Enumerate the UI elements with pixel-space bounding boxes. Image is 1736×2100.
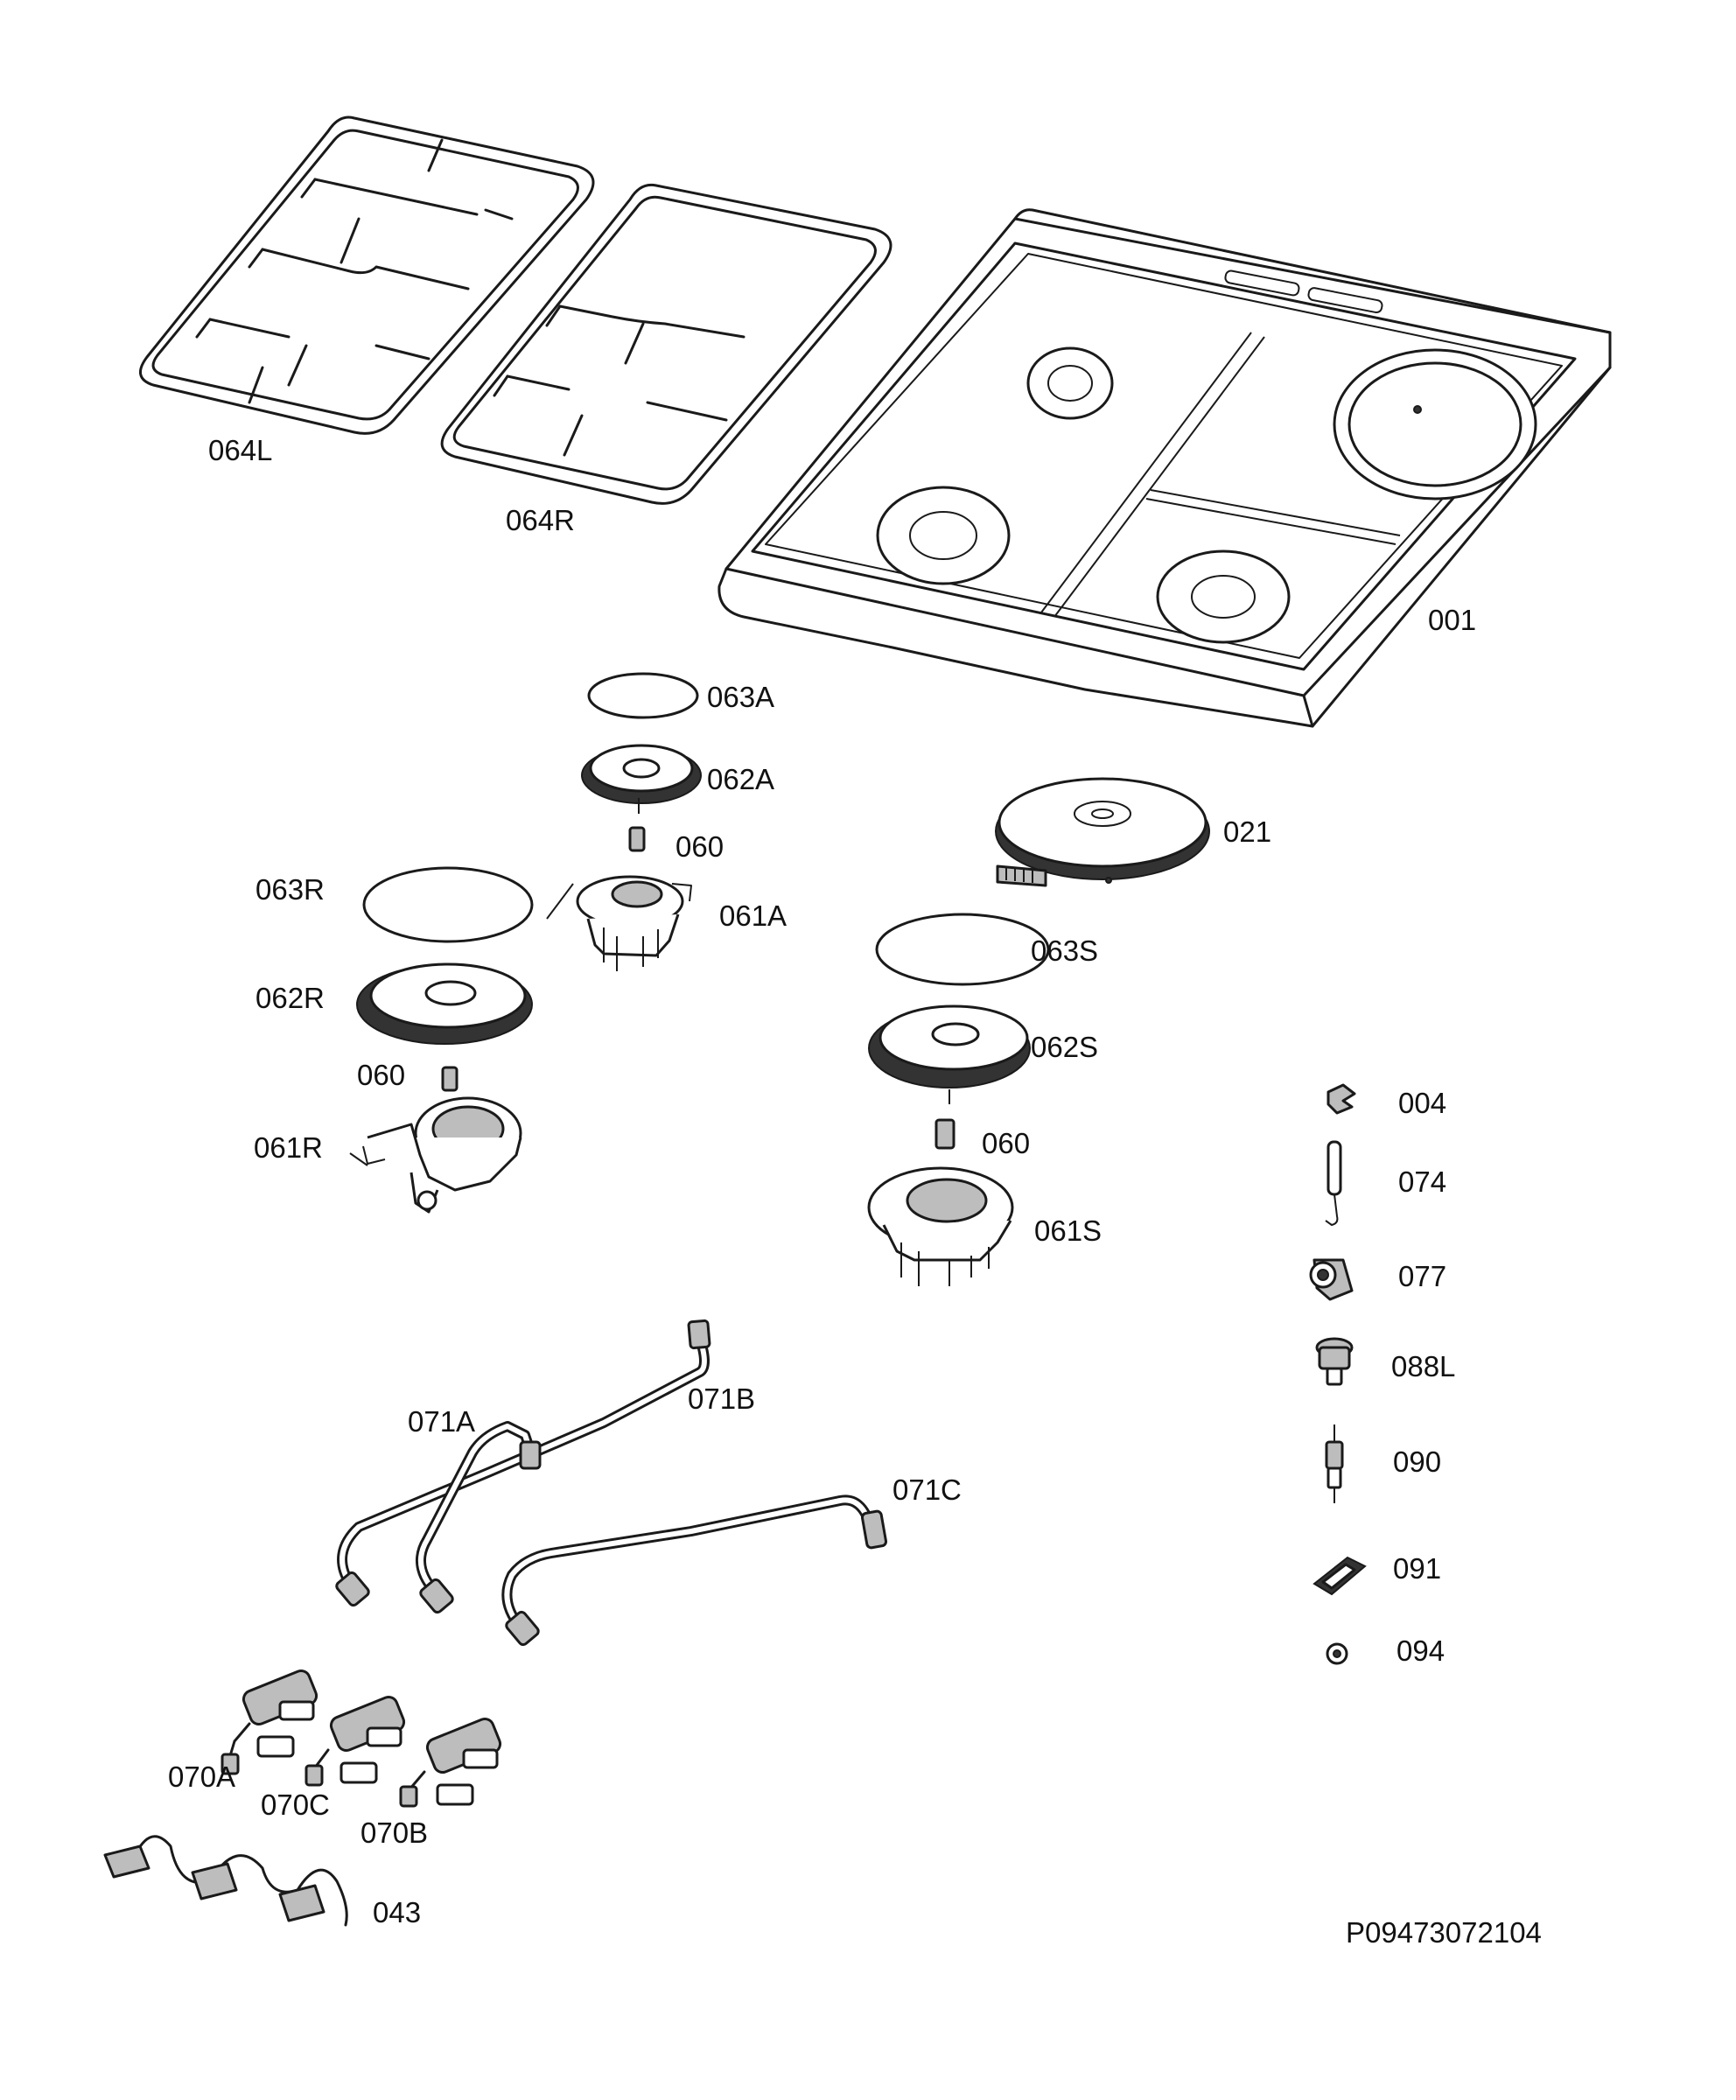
label-060-s: 060 [982, 1127, 1030, 1159]
label-061a: 061A [719, 900, 787, 932]
burner-cap-063a [587, 672, 699, 719]
drawing-id: P09473072104 [1346, 1916, 1542, 1949]
injector-060-r [441, 1066, 458, 1092]
label-060-a: 060 [676, 830, 724, 863]
label-070a: 070A [168, 1760, 235, 1793]
switch-harness-043 [103, 1835, 348, 1927]
leader-061r [349, 1152, 368, 1166]
label-001: 001 [1428, 604, 1476, 636]
label-074: 074 [1398, 1166, 1446, 1198]
label-091: 091 [1393, 1552, 1441, 1585]
burner-crown-062r [356, 962, 533, 1045]
label-070b: 070B [360, 1816, 428, 1849]
hob-top-plate-001 [718, 208, 1612, 728]
label-094: 094 [1396, 1634, 1445, 1667]
gas-tap-070c [304, 1695, 406, 1787]
pan-support-064l [139, 116, 595, 435]
switch-091 [1312, 1556, 1367, 1596]
clip-004 [1326, 1083, 1356, 1115]
label-063r: 063R [256, 873, 325, 906]
label-060-r: 060 [357, 1059, 405, 1091]
leader-071b [546, 883, 574, 920]
washer-094 [1326, 1642, 1348, 1665]
hotplate-021 [995, 777, 1210, 887]
label-043: 043 [373, 1896, 421, 1928]
ignition-plug-090 [1325, 1424, 1344, 1503]
label-064r: 064R [506, 504, 575, 536]
label-004: 004 [1398, 1087, 1446, 1119]
label-071c: 071C [892, 1474, 962, 1506]
label-063s: 063S [1031, 934, 1098, 967]
injector-060-s [934, 1118, 956, 1150]
leader-lines [349, 883, 574, 1166]
label-062a: 062A [707, 763, 774, 795]
elbow-fitting-077 [1309, 1258, 1354, 1301]
gas-pipe-071c [501, 1494, 888, 1647]
gas-pipe-071a [416, 1421, 542, 1614]
gas-tap-070b [399, 1717, 502, 1808]
burner-body-061s [867, 1166, 1014, 1286]
burner-cap-063s [875, 913, 1050, 986]
thermocouple-074 [1325, 1140, 1342, 1226]
label-061r: 061R [254, 1131, 323, 1164]
label-062s: 062S [1031, 1031, 1098, 1063]
label-077: 077 [1398, 1260, 1446, 1292]
label-062r: 062R [256, 982, 325, 1014]
injector-060-a [628, 826, 646, 852]
burner-crown-062a [581, 744, 702, 814]
gas-pipe-071b [335, 1319, 711, 1607]
gas-tap-070a [220, 1669, 318, 1775]
label-063a: 063A [707, 681, 774, 713]
burner-cap-063r [362, 866, 534, 943]
fitting-088l [1315, 1337, 1354, 1386]
label-070c: 070C [261, 1788, 330, 1821]
label-071b: 071B [688, 1382, 755, 1415]
label-021: 021 [1223, 816, 1271, 848]
burner-body-061a [576, 875, 692, 971]
label-090: 090 [1393, 1446, 1441, 1478]
burner-crown-062s [868, 1004, 1031, 1104]
burner-body-061r [362, 1096, 522, 1214]
pan-support-064r [440, 183, 892, 505]
label-088l: 088L [1391, 1350, 1455, 1382]
label-071a: 071A [408, 1405, 475, 1438]
label-064l: 064L [208, 434, 272, 466]
label-061s: 061S [1034, 1214, 1102, 1247]
